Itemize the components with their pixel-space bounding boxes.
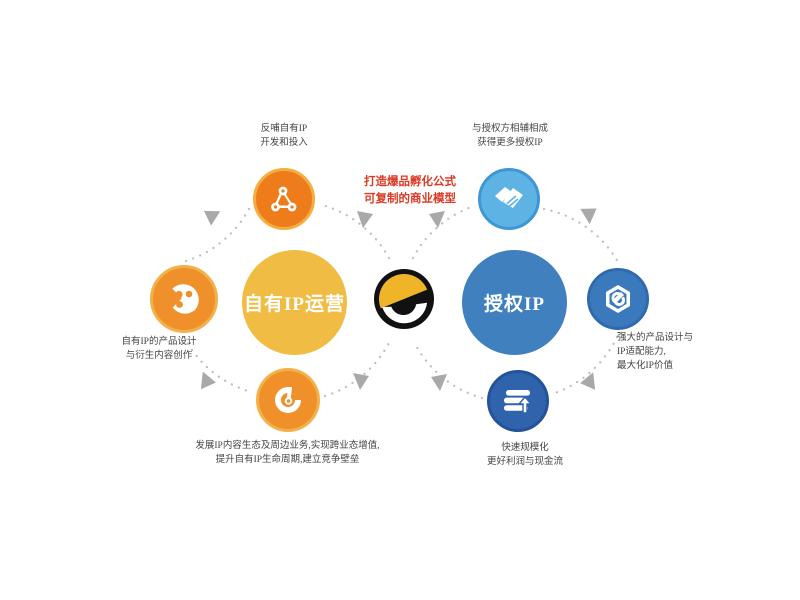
label-ip-adaptation: 强大的产品设计与 IP适配能力, 最大化IP价值 [617,333,694,371]
brand-logo-icon [374,269,434,329]
arc-center-to-top [320,203,391,260]
label-rapid-scaling: 快速规模化 更好利润与现金流 [486,443,563,467]
film-reel-icon [172,284,199,314]
arrowhead-left-upperright [357,211,373,228]
node-product-design-derivative[interactable] [150,265,218,333]
hexagon-diamond-icon [606,285,630,313]
handshake-icon [495,187,523,208]
hub-left-label: 自有IP运营 [243,294,345,315]
arrowhead-right-upperleft [429,211,445,228]
node-rapid-scaling[interactable] [487,370,549,432]
node-content-ecosystem[interactable] [256,368,320,432]
node-partner-synergy[interactable] [478,168,540,230]
arc-top-to-left [181,207,251,264]
gauge-icon [275,387,301,413]
hub-licensed-ip[interactable]: 授权IP [462,250,567,355]
arc-bottomright-to-center [412,340,484,400]
arrowhead-right-lowerright [580,372,596,390]
label-product-design-derivative: 自有IP的产品设计 与衍生内容创作 [121,337,197,361]
arc-topright-to-right [542,207,620,264]
arc-bottom-to-center [323,339,392,398]
arc-center-to-topright [411,204,476,260]
arrowhead-left-lowerright [353,373,369,390]
arrowhead-right-upperright [580,208,597,225]
label-content-ecosystem: 发展IP内容生态及周边业务,实现跨业态增值, 提升自有IP生命周期,建立竞争壁垒 [195,441,380,465]
node-feedback-own-ip[interactable] [253,168,315,230]
arc-right-to-bottomright [550,335,619,396]
label-feedback-own-ip: 反哺自有IP 开发和投入 [260,124,308,148]
arrowhead-left-upperleft [203,210,221,226]
headline-text: 打造爆品孵化公式 可复制的商业模型 [364,176,456,206]
node-ip-adaptation[interactable] [587,268,649,330]
hub-own-ip-operation[interactable]: 自有IP运营 [242,250,347,355]
brand-logo [371,266,437,332]
network-nodes-icon [271,186,297,212]
stack-upload-icon [504,390,533,414]
hub-right-label: 授权IP [483,294,545,315]
arrowhead-right-lowerleft [431,374,447,391]
label-partner-synergy: 与授权方相辅相成 获得更多授权IP [471,124,548,148]
arrowhead-left-lowerleft [200,371,216,390]
